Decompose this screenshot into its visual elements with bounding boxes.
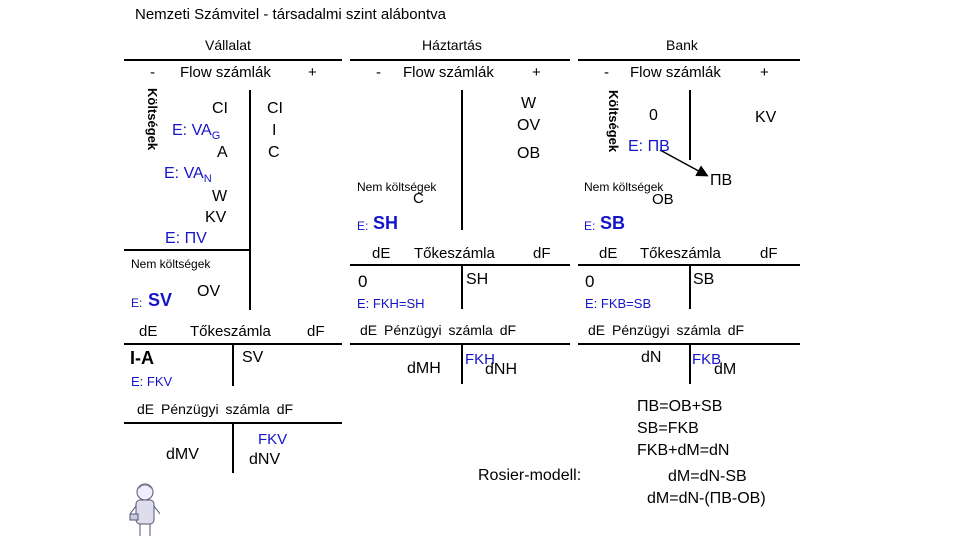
- bank-minus: -: [604, 64, 609, 81]
- bank-kv: KV: [755, 109, 777, 126]
- company-e-label: E:: [131, 296, 143, 310]
- household-capital-sh: SH: [466, 271, 489, 288]
- bank-capital-df: dF: [760, 245, 778, 262]
- bank-zero: 0: [649, 107, 658, 124]
- household-capital-efkh: E: FKH=SH: [357, 296, 425, 311]
- company-capital-df: dF: [307, 323, 325, 340]
- bank-capital-efkb: E: FKB=SB: [585, 296, 652, 311]
- equation-3: FKB+dM=dN: [637, 442, 730, 459]
- bank-pb: ΠB: [710, 172, 733, 189]
- company-debit-epv: E: ΠV: [165, 230, 207, 247]
- equation-1: ΠB=OB+SB: [637, 398, 723, 415]
- household-credit-w: W: [521, 95, 537, 112]
- household-noncost-label: Nem költségek: [357, 180, 437, 194]
- company-sv: SV: [148, 290, 173, 310]
- company-debit-a: A: [217, 144, 228, 161]
- company-credit-ci: CI: [267, 100, 283, 117]
- company-flow-label: Flow számlák: [180, 64, 271, 81]
- household-capital-zero: 0: [358, 272, 368, 291]
- household-money-dmh: dMH: [407, 360, 441, 377]
- page-title: Nemzeti Számvitel - társadalmi szint alá…: [135, 6, 446, 23]
- bank-capital-zero: 0: [585, 272, 595, 291]
- household-c: C: [413, 190, 424, 207]
- company-capital-de: dE: [139, 323, 158, 340]
- company-header: Vállalat: [205, 37, 251, 53]
- equation-2: SB=FKB: [637, 420, 699, 437]
- company-money-dmv: dMV: [166, 446, 199, 463]
- rosier-label: Rosier-modell:: [478, 467, 582, 484]
- household-capital-df: dF: [533, 245, 551, 262]
- company-capital-sv: SV: [242, 349, 264, 366]
- household-capital-title: Tőkeszámla: [414, 245, 495, 262]
- household-header: Háztartás: [422, 37, 482, 53]
- company-debit-w: W: [212, 188, 228, 205]
- company-capital-ia: I-A: [130, 348, 154, 368]
- bank-capital-title: Tőkeszámla: [640, 245, 721, 262]
- bank-plus: +: [760, 64, 769, 81]
- company-capital-title: Tőkeszámla: [190, 323, 271, 340]
- bank-epb: E: ΠB: [628, 138, 670, 155]
- household-plus: +: [532, 64, 541, 81]
- household-capital-de: dE: [372, 245, 391, 262]
- company-ov: OV: [197, 283, 221, 300]
- bank-money-dn: dN: [641, 349, 662, 366]
- company-capital-efkv: E: FKV: [131, 374, 173, 389]
- household-credit-ov: OV: [517, 117, 541, 134]
- bank-flow-label: Flow számlák: [630, 64, 721, 81]
- company-plus: +: [308, 64, 317, 81]
- company-debit-ci: CI: [212, 100, 228, 117]
- company-credit-c: C: [268, 144, 280, 161]
- household-money-fkh: FKH: [465, 351, 495, 368]
- company-debit-eva-n: E: VAN: [164, 165, 212, 186]
- company-money-fkv: FKV: [258, 431, 288, 448]
- company-debit-eva-g: E: VAG: [172, 122, 221, 143]
- equation-5: dM=dN-(ΠB-OB): [647, 490, 766, 507]
- company-debit-kv: KV: [205, 209, 227, 226]
- bank-e-label: E:: [584, 219, 596, 233]
- household-money-title: dE Pénzügyi számla dF: [360, 322, 517, 338]
- household-money-dnh: dNH: [485, 361, 518, 378]
- company-noncost-label: Nem költségek: [131, 257, 211, 271]
- bank-capital-de: dE: [599, 245, 618, 262]
- bank-money-title: dE Pénzügyi számla dF: [588, 322, 745, 338]
- bank-capital-sb: SB: [693, 271, 715, 288]
- company-money-dnv: dNV: [249, 451, 281, 468]
- household-e-label: E:: [357, 219, 369, 233]
- bank-header: Bank: [666, 37, 698, 53]
- company-money-title: dE Pénzügyi számla dF: [137, 401, 294, 417]
- bank-sb: SB: [600, 213, 626, 233]
- bank-money-fkb: FKB: [692, 351, 722, 368]
- household-flow-label: Flow számlák: [403, 64, 494, 81]
- company-credit-i: I: [272, 122, 277, 139]
- bank-money-dm: dM: [714, 361, 737, 378]
- bank-ob: OB: [652, 191, 674, 208]
- household-minus: -: [376, 64, 381, 81]
- household-sh: SH: [373, 213, 399, 233]
- household-credit-ob: OB: [517, 145, 541, 162]
- company-minus: -: [150, 64, 155, 81]
- equation-4: dM=dN-SB: [668, 468, 747, 485]
- bank-noncost-label: Nem költségek: [584, 180, 664, 194]
